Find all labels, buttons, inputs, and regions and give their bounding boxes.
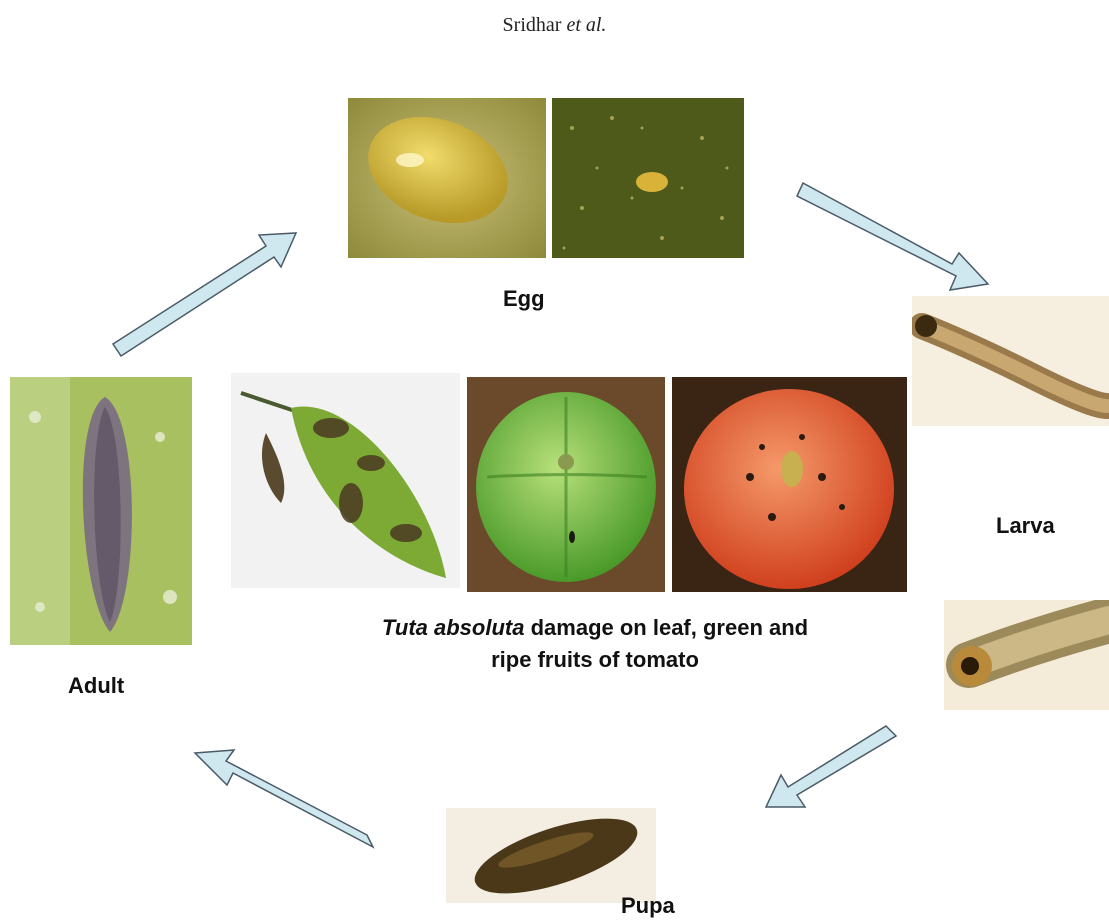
cycle-arrow-icon-pupa-to-adult [195, 750, 373, 847]
cycle-arrow-icon-egg-to-larva [797, 183, 988, 290]
cycle-arrow-icon-larva-to-pupa [766, 726, 896, 807]
cycle-arrow-icon-adult-to-egg [113, 233, 296, 356]
